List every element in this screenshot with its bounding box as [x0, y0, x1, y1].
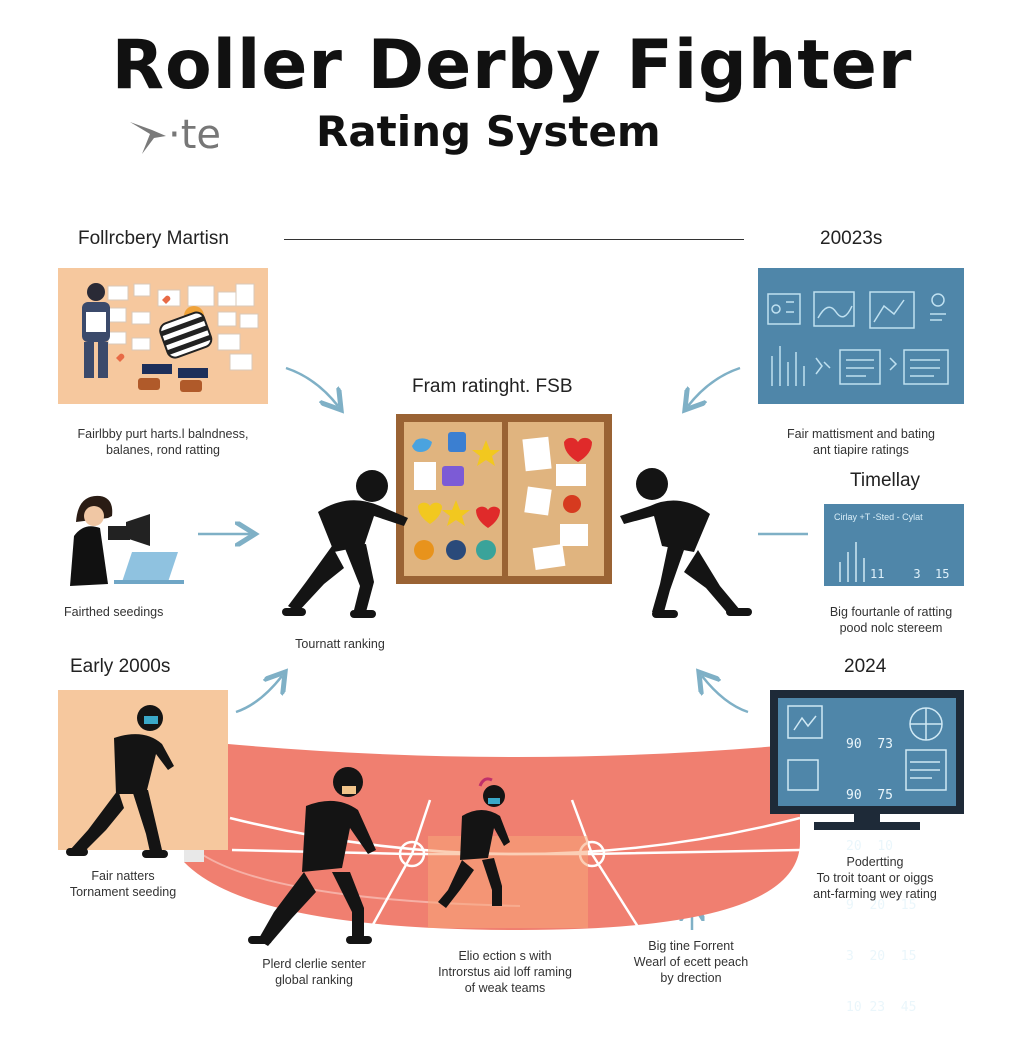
caption-line: To troit toant or oiggs [816, 871, 934, 885]
note-icon [532, 544, 566, 570]
note-icon [524, 486, 552, 516]
star-icon [442, 500, 470, 526]
monitor-panel: 90 73 90 75 20 10 9 20 15 3 20 15 10 23 … [770, 690, 964, 1015]
photographer-illustration [64, 492, 188, 586]
number-grid: 11 3 15 11 3 107 91 3 10 137 [870, 534, 964, 586]
caption-line: balanes, rond ratting [106, 443, 220, 457]
note-icon [414, 462, 436, 490]
blueprint-charts [767, 291, 949, 386]
note-icon [522, 436, 552, 472]
caption-line: global ranking [275, 973, 353, 987]
number-row: 90 73 [846, 737, 893, 752]
caption-line: Wearl of ecett peach [633, 955, 749, 969]
number-row: 11 3 15 [870, 567, 950, 581]
page-subtitle: Rating System [316, 107, 661, 156]
panel-top-left [58, 268, 268, 404]
skater-silhouette-track-large [246, 762, 386, 948]
note-icon [560, 524, 588, 546]
arrow-icon [285, 366, 338, 406]
caption-top-left: Fairlbby purt harts.l balndness, balanes… [58, 426, 268, 458]
skater-silhouette-left [278, 462, 414, 624]
pin-icon [563, 495, 581, 513]
caption-line: pood nolc stereem [839, 621, 943, 635]
caption-line: Fairlbby purt harts.l balndness, [77, 427, 249, 441]
caption-line: Plerd clerlie senter [262, 957, 366, 971]
caption-bottom-right: Podertting To troit toant or oiggs ant-f… [790, 854, 960, 902]
number-row: 3 20 15 [846, 949, 917, 964]
panel-top-right [758, 268, 964, 404]
caption-line: of weak teams [464, 981, 546, 995]
arrow-icon [235, 676, 282, 714]
logo: ·te [128, 112, 248, 162]
heart-icon [476, 506, 500, 528]
app-icon [448, 432, 466, 452]
arrow-icon [688, 366, 741, 406]
timeline-rule [284, 239, 744, 240]
caption-line: ant-farming wey rating [813, 887, 937, 901]
caption-center: Tournatt ranking [295, 637, 385, 651]
caption-line: Big tine Forrent [648, 939, 734, 953]
number-row: 9 20 15 [846, 898, 917, 913]
caption-bottom-center-left: Plerd clerlie senter global ranking [244, 956, 384, 988]
rating-board [396, 414, 612, 584]
note-icon [556, 464, 586, 486]
arrow-icon [702, 676, 749, 714]
timeline-label-right-mid: Timellay [850, 470, 921, 491]
clock-icon [414, 540, 434, 560]
panel-header-text: Cirlay +T -Sted - Cylat [834, 512, 923, 522]
skater-silhouette-track-small [430, 772, 518, 912]
caption-line: by drection [660, 971, 722, 985]
caption-line: Elio ection s with [458, 949, 552, 963]
panel-bottom-left [58, 690, 228, 858]
caption-mid-left: Fairthed seedings [64, 605, 164, 619]
timeline-label-left-top: Follrcbery Martisn [78, 228, 229, 249]
page-title: Roller Derby Fighter [111, 26, 913, 105]
derby-team-illustration [82, 283, 259, 392]
caption-line: Tornament seeding [69, 885, 177, 899]
caption-bottom-center-right: Big tine Forrent Wearl of ecett peach by… [616, 938, 766, 986]
skater-silhouette-right [614, 462, 758, 624]
caption-top-right: Fair mattisment and bating ant tiapire r… [758, 426, 964, 458]
timeline-label-right-top: 20023s [820, 228, 883, 249]
timeline-label-left-bottom: Early 2000s [70, 656, 171, 677]
heart-icon [564, 437, 592, 462]
monitor-number-grid: 90 73 90 75 20 10 9 20 15 3 20 15 10 23 … [846, 702, 916, 1050]
number-row: 90 75 [846, 788, 893, 803]
caption-line: ant tiapire ratings [813, 443, 909, 457]
globe-icon [446, 540, 466, 560]
caption-line: Podertting [846, 855, 904, 869]
heart-icon [418, 502, 442, 524]
panel-mid-right: Cirlay +T -Sted - Cylat 11 3 15 11 3 107… [824, 504, 964, 586]
caption-line: Introrstus aid loff raming [438, 965, 572, 979]
caption-bottom-center: Elio ection s with Introrstus aid loff r… [420, 948, 590, 996]
timeline-label-right-bottom: 2024 [844, 656, 887, 677]
caption-line: Fair mattisment and bating [787, 427, 935, 441]
caption-mid-right: Big fourtanle of ratting pood nolc stere… [806, 604, 976, 636]
number-row: 20 10 [846, 839, 893, 854]
caption-line: Fair natters [91, 869, 155, 883]
bird-icon [412, 438, 432, 452]
bar-sketch [839, 542, 865, 582]
board-label: Fram ratinght. FSB [412, 376, 573, 397]
globe-icon [476, 540, 496, 560]
caption-bottom-left: Fair natters Tornament seeding [58, 868, 188, 900]
star-icon [472, 440, 500, 466]
app-icon [442, 466, 464, 486]
logo-text: ·te [168, 112, 222, 158]
number-row: 10 23 45 [846, 1000, 917, 1015]
caption-line: Big fourtanle of ratting [829, 605, 953, 619]
